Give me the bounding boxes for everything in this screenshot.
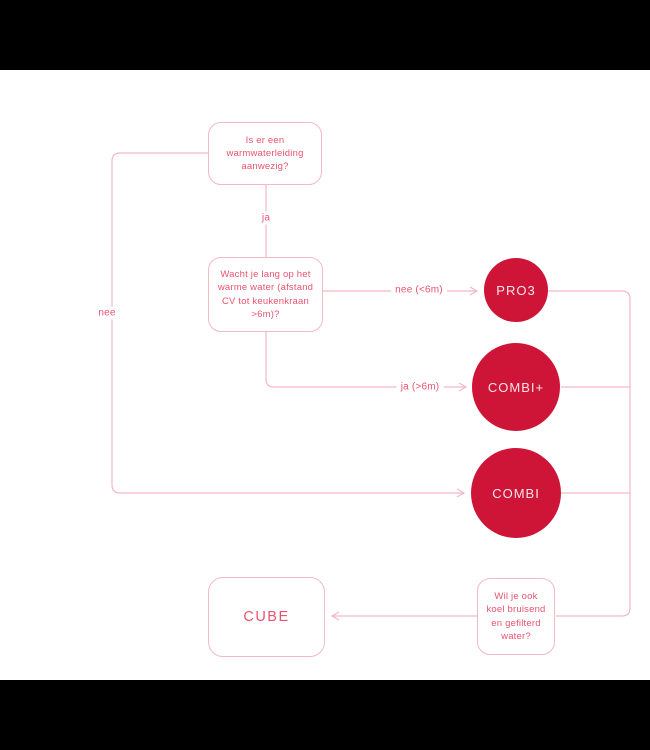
product-node-cube: CUBE bbox=[208, 577, 325, 657]
edge-pro3-to-q3 bbox=[548, 290, 631, 617]
product-label: COMBI+ bbox=[487, 379, 545, 395]
question-box-wachttijd: Wacht je lang op het warme water (afstan… bbox=[208, 257, 323, 332]
question-text: Wacht je lang op het warme water (afstan… bbox=[217, 268, 314, 320]
question-box-warmwaterleiding: Is er een warmwaterleiding aanwezig? bbox=[208, 122, 322, 185]
edge-label-ja: ja bbox=[257, 211, 275, 225]
product-label: CUBE bbox=[243, 608, 290, 625]
edge-label-nee: nee bbox=[94, 306, 120, 320]
product-node-pro3: PRO3 bbox=[484, 258, 548, 322]
edge-ja-6m bbox=[265, 332, 468, 392]
question-text: Wil je ook koel bruisend en gefilterd wa… bbox=[486, 590, 546, 642]
product-node-combi: COMBI bbox=[471, 448, 561, 538]
question-box-koel-bruisend: Wil je ook koel bruisend en gefilterd wa… bbox=[477, 578, 555, 655]
edge-q3-to-cube bbox=[330, 611, 477, 621]
letterbox-bar-bottom bbox=[0, 680, 650, 750]
edge-label-nee-6m: nee (<6m) bbox=[391, 283, 447, 297]
product-label: PRO3 bbox=[496, 282, 536, 298]
edge-label-ja-6m: ja (>6m) bbox=[396, 380, 444, 394]
question-text: Is er een warmwaterleiding aanwezig? bbox=[226, 134, 304, 173]
letterbox-bar-top bbox=[0, 0, 650, 70]
edge-nee bbox=[111, 152, 466, 498]
product-node-combiplus: COMBI+ bbox=[472, 343, 560, 431]
product-label: COMBI bbox=[492, 485, 540, 501]
